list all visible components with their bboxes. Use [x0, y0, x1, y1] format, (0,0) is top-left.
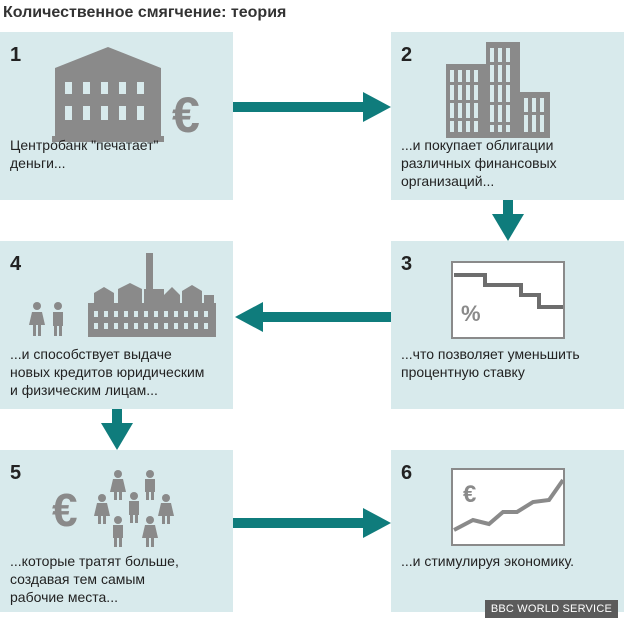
arrow-down-icon	[101, 409, 133, 450]
step-number: 4	[10, 253, 22, 275]
step-2-panel: 2 ...и покупает облигации различных фина…	[391, 32, 624, 200]
euro-sign: €	[172, 87, 200, 143]
step-number: 3	[401, 253, 413, 275]
euro-crowd-icon: €	[52, 470, 174, 547]
step-description: ...которые тратят больше, создавая тем с…	[10, 553, 179, 605]
euro-sign: €	[463, 481, 476, 508]
step-1-panel: 1 € Центробанк "печатает" деньги...	[0, 32, 233, 200]
page-title: Количественное смягчение: теория	[3, 4, 287, 21]
step-number: 6	[401, 462, 413, 484]
arrow-down-icon	[492, 200, 524, 241]
arrow-right-icon	[233, 508, 391, 538]
rising-euro-chart-icon: €	[451, 468, 565, 546]
step-6-panel: 6 € ...и стимулируя экономику.	[391, 450, 624, 612]
falling-rate-chart-icon: %	[451, 261, 565, 339]
credit-badge: BBC WORLD SERVICE	[484, 600, 618, 618]
step-description: ...и способствует выдаче новых кредитов …	[10, 346, 205, 398]
step-4-panel: 4 ..	[0, 241, 233, 409]
euro-sign: €	[52, 484, 78, 536]
step-description: ...и покупает облигации различных финанс…	[401, 137, 557, 189]
step-description: ...что позволяет уменьшить процентную ст…	[401, 346, 580, 380]
office-buildings-icon	[446, 42, 550, 138]
step-number: 5	[10, 462, 22, 484]
arrow-right-icon	[233, 92, 391, 122]
arrow-left-icon	[235, 302, 393, 332]
people-factory-icon	[29, 253, 216, 337]
percent-sign: %	[461, 301, 481, 326]
step-number: 2	[401, 44, 413, 66]
step-description: Центробанк "печатает" деньги...	[10, 137, 159, 171]
step-description: ...и стимулируя экономику.	[401, 553, 574, 569]
step-number: 1	[10, 44, 22, 66]
step-3-panel: 3 % ...что позволяет уменьшить процентну…	[391, 241, 624, 409]
bank-euro-icon: €	[52, 47, 200, 143]
step-5-panel: 5 € ...которые тратят больше, создавая т…	[0, 450, 233, 612]
